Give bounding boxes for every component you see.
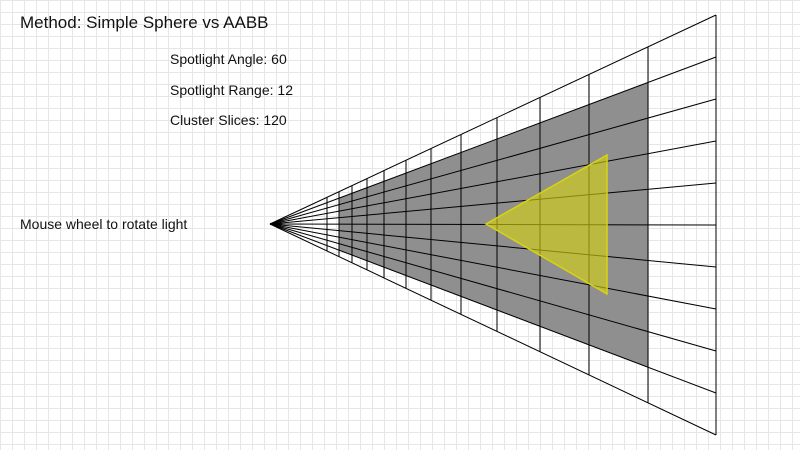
method-title: Method: Simple Sphere vs AABB (20, 13, 269, 32)
frustum-ray (269, 56, 717, 225)
frustum-ray (269, 14, 717, 225)
frustum-ray (269, 223, 717, 436)
spotlight-cone (484, 153, 608, 296)
frustum-ray (269, 182, 717, 225)
spotlight-angle-label: Spotlight Angle: 60 (170, 51, 287, 67)
frustum-ray (269, 223, 717, 352)
rotate-hint: Mouse wheel to rotate light (20, 216, 188, 232)
frustum-ray (269, 140, 717, 225)
spotlight-range-label: Spotlight Range: 12 (170, 82, 293, 98)
frustum-ray (269, 223, 717, 394)
frustum-ray (269, 223, 717, 310)
frustum-ray (269, 223, 717, 268)
frustum-ray (269, 98, 717, 225)
cluster-slices-label: Cluster Slices: 120 (170, 112, 287, 128)
